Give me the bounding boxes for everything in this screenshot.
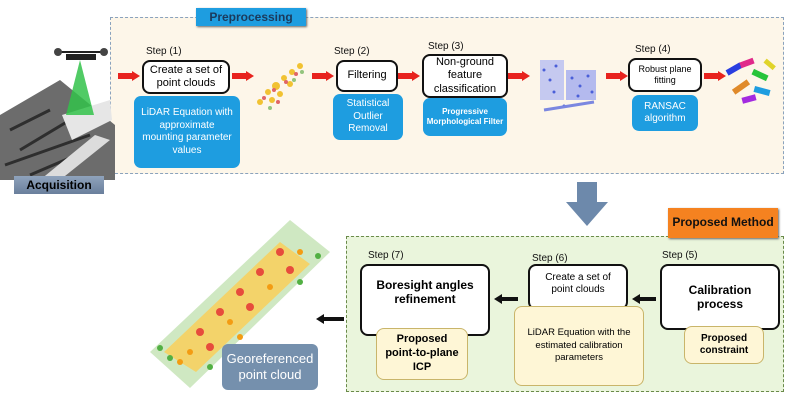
- step-1-box: Create a set of point clouds: [142, 60, 230, 94]
- arrow-s3-to-pc: [508, 71, 530, 81]
- arrow-s5-to-s6: [632, 294, 656, 304]
- arrow-acq-to-s1: [118, 71, 140, 81]
- arrow-s1-to-pc: [232, 71, 254, 81]
- step-3-method: Progressive Morphological Filter: [423, 98, 507, 136]
- step-1-label: Step (1): [146, 46, 182, 57]
- step-7-box: Boresight angles refinement: [360, 264, 490, 336]
- acquisition-label: Acquisition: [14, 176, 104, 194]
- arrow-s6-to-s7: [494, 294, 518, 304]
- step-5-box: Calibration process: [660, 264, 780, 330]
- arrow-s2-to-s3: [398, 71, 420, 81]
- arrow-pc-to-s2: [312, 71, 334, 81]
- step-2-method: Statistical Outlier Removal: [333, 94, 403, 140]
- step-1-method: LiDAR Equation with approximate mounting…: [134, 96, 240, 168]
- step-4-method: RANSAC algorithm: [632, 95, 698, 131]
- georeferenced-output-box: Georeferenced point cloud: [222, 344, 318, 390]
- fitted-planes-image: [725, 57, 776, 104]
- step-5-label: Step (5): [662, 250, 698, 261]
- arrow-s4-to-pc: [704, 71, 726, 81]
- step-5-method: Proposed constraint: [684, 326, 764, 364]
- output-point-cloud-image: [150, 220, 330, 388]
- down-arrow: [566, 182, 608, 226]
- step-7-method: Proposed point-to-plane ICP: [376, 328, 468, 380]
- drone-acquisition-image: [0, 48, 115, 180]
- step-4-label: Step (4): [635, 44, 671, 55]
- step-2-label: Step (2): [334, 46, 370, 57]
- step-6-box: Create a set of point clouds: [528, 264, 628, 310]
- step-3-label: Step (3): [428, 41, 464, 52]
- step-2-box: Filtering: [336, 60, 398, 92]
- step-3-box: Non-ground feature classification: [422, 54, 508, 98]
- step-4-box: Robust plane fitting: [628, 58, 702, 92]
- step-6-method: LiDAR Equation with the estimated calibr…: [514, 306, 644, 386]
- proposed-method-label: Proposed Method: [668, 208, 778, 238]
- step-6-label: Step (6): [532, 253, 568, 264]
- preprocessing-label: Preprocessing: [196, 8, 306, 26]
- step-7-label: Step (7): [368, 250, 404, 261]
- arrow-s7-to-output: [316, 314, 344, 324]
- point-cloud-image-1: [257, 63, 304, 110]
- arrow-pc-to-s4: [606, 71, 628, 81]
- point-cloud-image-2: [540, 60, 596, 112]
